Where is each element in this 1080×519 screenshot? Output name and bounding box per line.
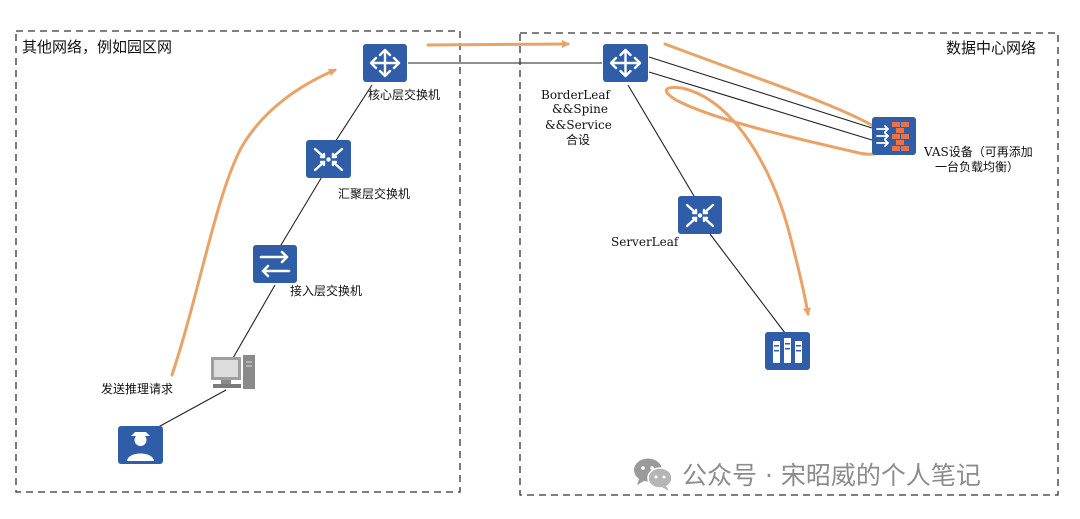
link-serverleaf-server: [709, 233, 786, 334]
traffic-flow: [170, 40, 889, 377]
link-border-serverleaf: [627, 84, 695, 197]
link-agg-core: [334, 84, 373, 143]
core-switch-icon[interactable]: [363, 44, 407, 82]
link-pc-access: [232, 284, 276, 359]
vas-label-line1: VAS设备（可再添加: [924, 145, 1033, 159]
aggregation-switch-icon[interactable]: [306, 140, 351, 178]
links: [139, 56, 873, 438]
vas-firewall-icon[interactable]: [872, 117, 916, 155]
border-leaf-label-line2: &&Spine: [552, 102, 608, 116]
flow-loop-vas: [663, 42, 889, 316]
watermark-text: 公众号 · 宋昭威的个人笔记: [682, 461, 981, 490]
server-leaf-label: ServerLeaf: [611, 235, 679, 249]
user-icon[interactable]: [118, 426, 163, 464]
wechat-icon: [634, 458, 673, 491]
send-request-label: 发送推理请求: [101, 382, 174, 396]
computer-icon[interactable]: [211, 355, 255, 389]
border-leaf-label-line1: BorderLeaf: [541, 88, 610, 102]
link-border-vas-1: [648, 56, 873, 129]
watermark: 公众号 · 宋昭威的个人笔记: [632, 452, 981, 496]
border-leaf-label-line4: 合设: [566, 133, 591, 147]
zone-left-title: 其他网络，例如园区网: [22, 38, 173, 56]
zone-left-border: [15, 30, 461, 493]
vas-label-line2: 一台负载均衡）: [935, 160, 1020, 174]
border-leaf-label-line3: &&Service: [545, 118, 612, 132]
server-leaf-switch-icon[interactable]: [678, 196, 722, 234]
aggregation-switch-label: 汇聚层交换机: [338, 187, 411, 201]
core-switch-label: 核心层交换机: [368, 88, 441, 102]
flow-request-up: [170, 68, 337, 377]
access-switch-label: 接入层交换机: [290, 284, 363, 298]
flow-core-to-dc: [426, 40, 570, 49]
link-access-agg: [277, 174, 324, 251]
border-leaf-switch-icon[interactable]: [603, 44, 648, 82]
zone-right-title: 数据中心网络: [946, 39, 1037, 57]
server-icon[interactable]: [765, 332, 810, 370]
access-switch-icon[interactable]: [253, 245, 297, 283]
link-border-vas-2: [648, 71, 873, 141]
zone-right-border: [519, 32, 1059, 496]
